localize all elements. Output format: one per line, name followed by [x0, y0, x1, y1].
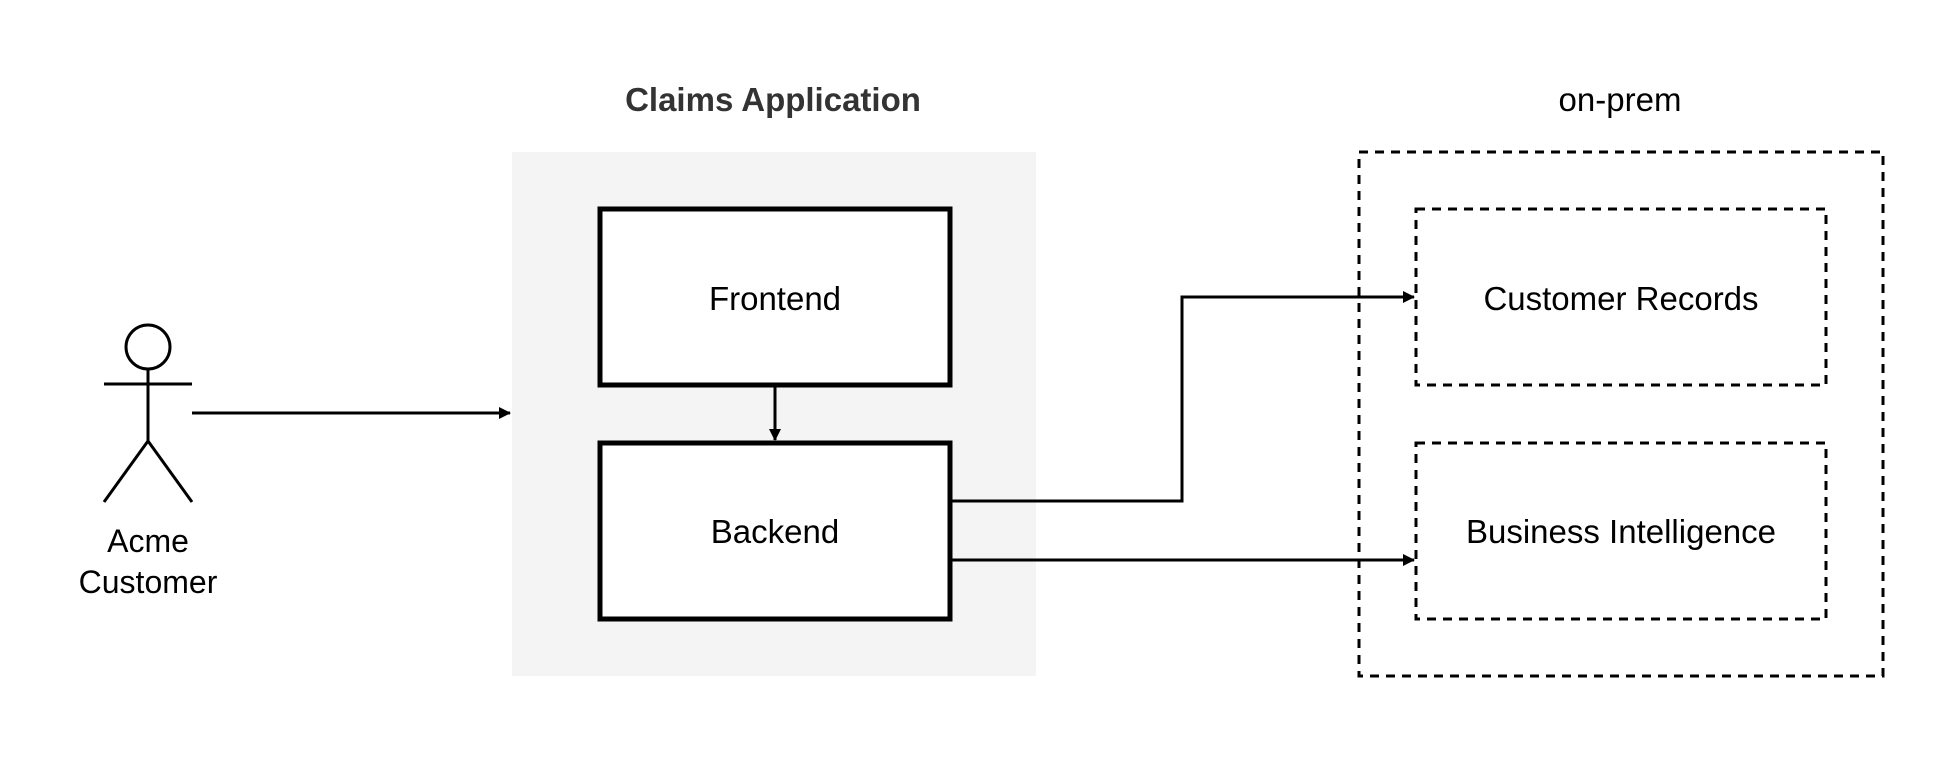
backend-label: Backend [711, 513, 839, 550]
backend-box [597, 440, 953, 622]
on-prem-group [1357, 150, 1885, 678]
frontend-label: Frontend [709, 280, 841, 317]
backend-to-customer-records-arrow [950, 291, 1415, 503]
actor-label-line1: Acme [107, 523, 189, 559]
customer-records-box [1414, 207, 1828, 387]
frontend-box [597, 206, 953, 388]
business-intelligence-box [1414, 441, 1828, 621]
customer-records-label: Customer Records [1483, 280, 1758, 317]
actor-label-line2: Customer [79, 564, 218, 600]
business-intelligence-label: Business Intelligence [1466, 513, 1776, 550]
on-prem-title: on-prem [1559, 81, 1682, 118]
actor-icon [102, 323, 194, 503]
claims-application-title: Claims Application [625, 81, 921, 118]
